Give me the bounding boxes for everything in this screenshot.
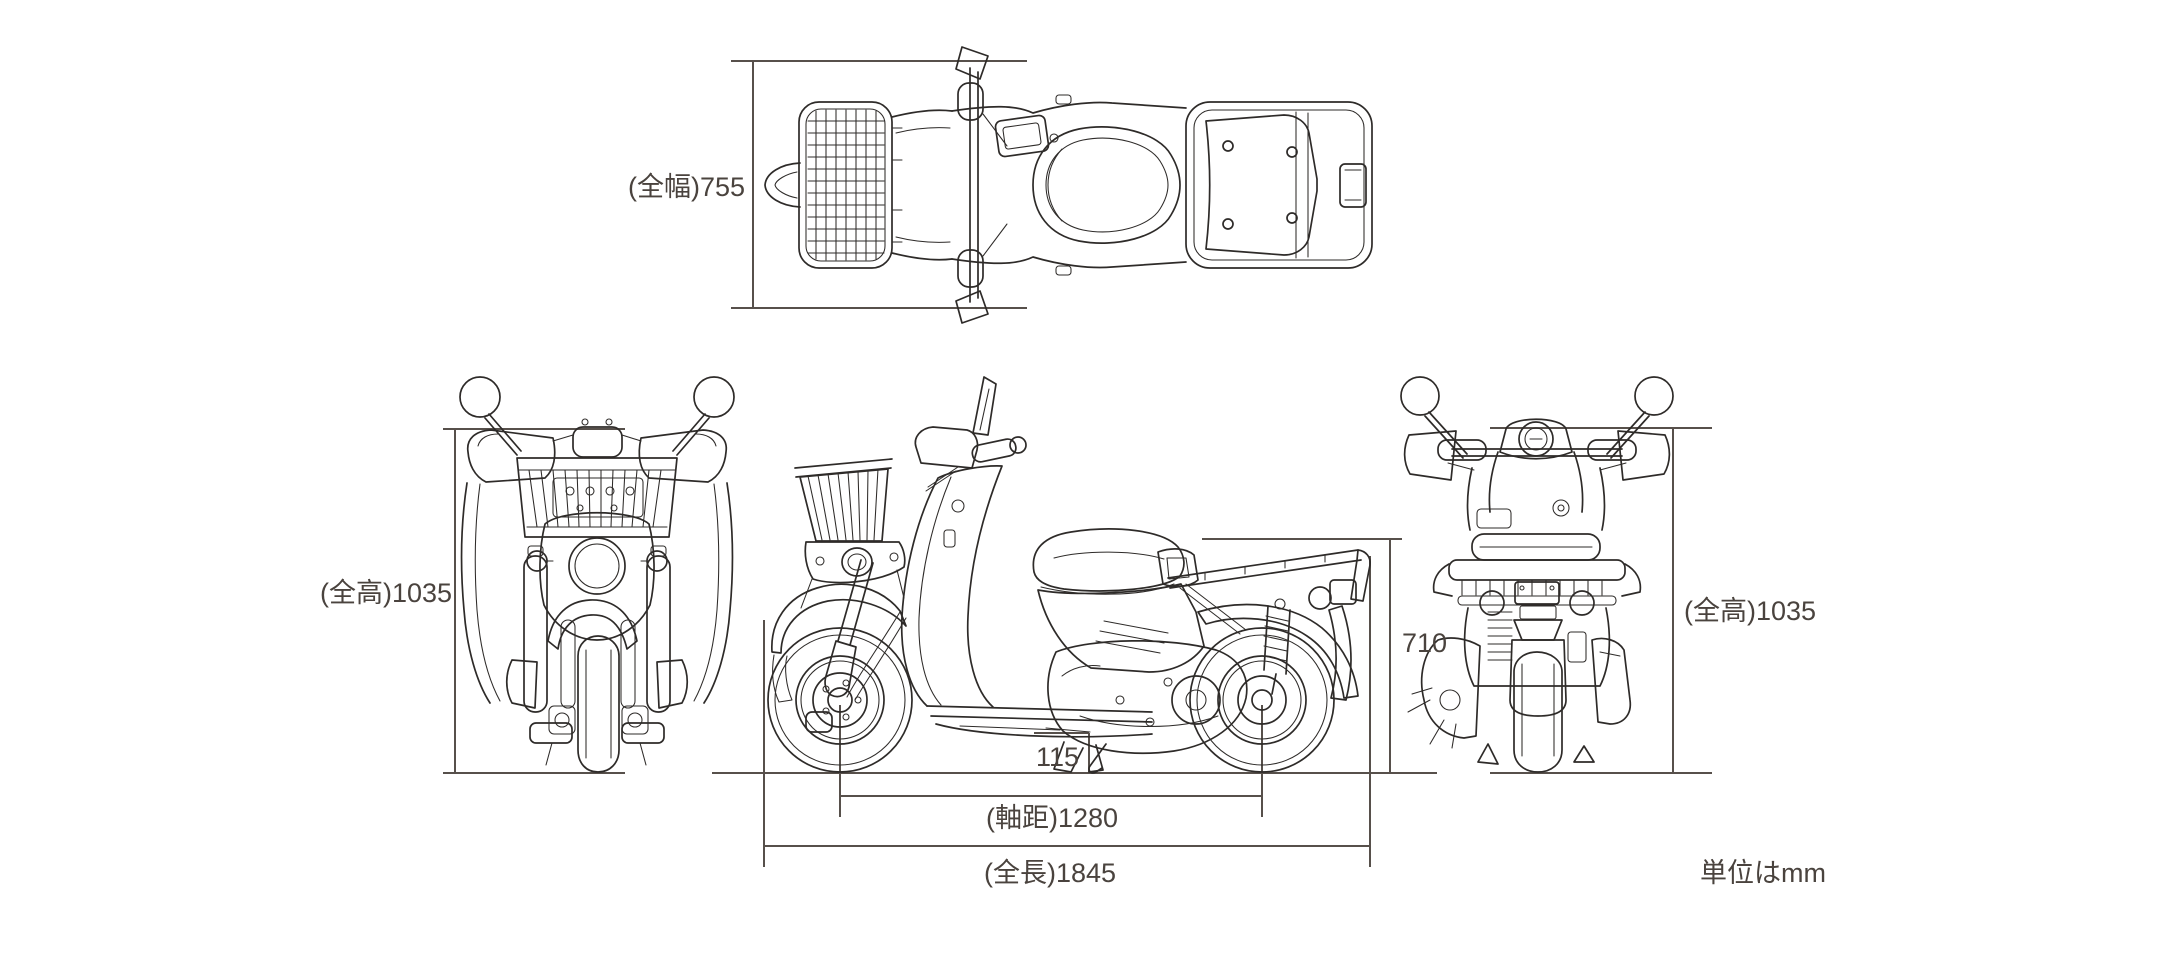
overall-height-front-label: (全高)1035 xyxy=(320,578,453,608)
overall-length-label: (全長)1845 xyxy=(984,858,1117,888)
wheelbase-label: (軸距)1280 xyxy=(986,803,1119,833)
deck-height-label: 710 xyxy=(1402,628,1448,658)
overall-height-rear-label: (全高)1035 xyxy=(1684,596,1817,626)
side-view-drawing xyxy=(767,376,1371,774)
overall-width-label: (全幅)755 xyxy=(627,172,745,202)
front-view-drawing xyxy=(459,376,735,773)
rear-view-drawing xyxy=(1400,376,1674,773)
top-view-drawing xyxy=(764,46,1373,324)
ground-clearance-label: 115 xyxy=(1036,742,1080,772)
units-note: 単位はmm xyxy=(1700,858,1826,888)
